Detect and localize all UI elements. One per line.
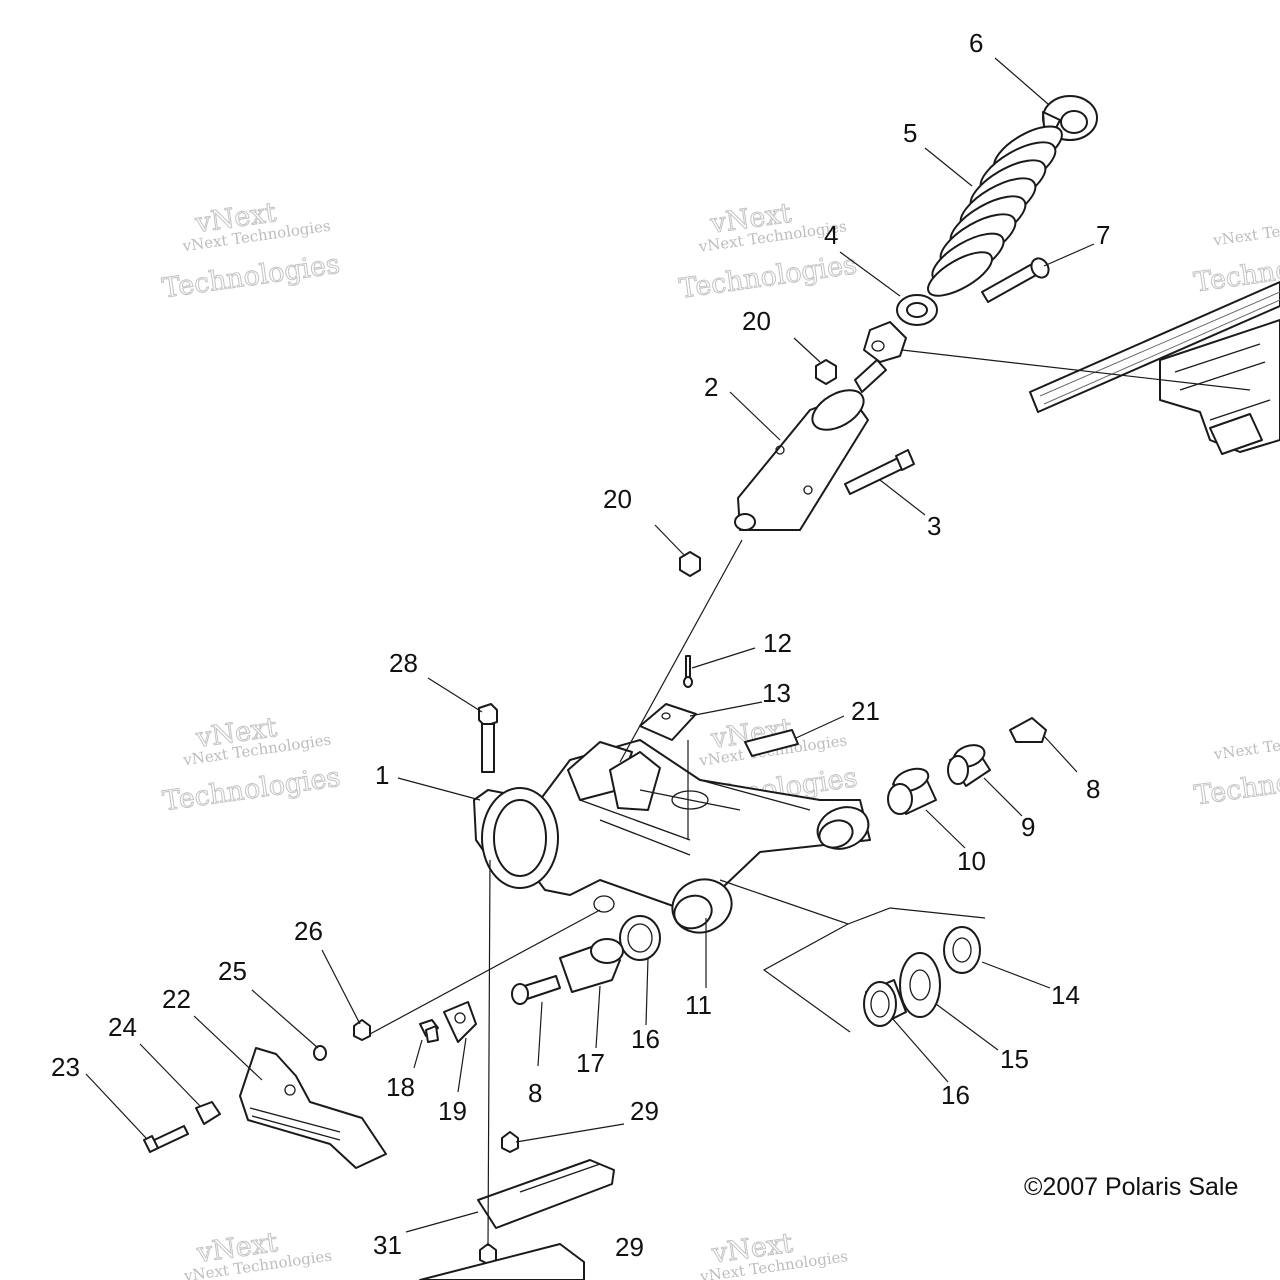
callout-7: 7	[1096, 220, 1110, 250]
watermark-5: vNext Technologies Technologies	[1192, 211, 1280, 299]
leader-lines	[85, 57, 1251, 1247]
fitting-9	[947, 744, 991, 787]
watermark-8: vNext vNext Technologies	[698, 1227, 849, 1280]
copyright-notice: ©2007 Polaris Sale	[1024, 1173, 1238, 1201]
callout-28: 28	[389, 648, 418, 678]
callout-21: 21	[851, 696, 880, 726]
bracket-19	[443, 1001, 477, 1043]
callout-labels: 6 5 7 4 20 2 3 20 12 13 21 28 1 8 9 10 1…	[51, 28, 1110, 1262]
rail-bracket-31	[419, 1159, 615, 1280]
nut-29-upper	[501, 1131, 519, 1153]
bushing-10	[887, 767, 937, 815]
callout-20-lower: 20	[603, 484, 632, 514]
svg-text:Technologies: Technologies	[161, 762, 342, 818]
callout-11: 11	[685, 990, 712, 1020]
decal-21	[744, 729, 799, 757]
bolt-28	[478, 703, 498, 773]
plate-13	[639, 703, 697, 741]
callout-16-left: 16	[631, 1024, 660, 1054]
watermark-3: vNext vNext Technologies Technologies	[160, 712, 342, 818]
nut-14	[943, 926, 981, 974]
callout-31: 31	[373, 1230, 402, 1260]
bolt-3	[844, 449, 915, 495]
callout-15: 15	[1000, 1044, 1029, 1074]
callout-5: 5	[903, 118, 917, 148]
callout-20-upper: 20	[742, 306, 771, 336]
svg-text:Technologies: Technologies	[677, 249, 858, 305]
callout-13: 13	[762, 678, 791, 708]
nut-26	[353, 1019, 371, 1041]
callout-19: 19	[438, 1096, 467, 1126]
pin-12	[683, 655, 693, 688]
watermark-1: vNext vNext Technologies Technologies	[160, 197, 342, 305]
callout-4: 4	[824, 220, 838, 250]
callout-10: 10	[957, 846, 986, 876]
callout-26: 26	[294, 916, 323, 946]
shaft-17	[559, 938, 624, 993]
frame-rail	[1029, 281, 1280, 455]
spacer-24	[195, 1101, 221, 1125]
bolt-8-lower	[511, 975, 561, 1005]
callout-29-upper: 29	[630, 1096, 659, 1126]
callout-6: 6	[969, 28, 983, 58]
callout-12: 12	[763, 628, 792, 658]
callout-8-upper: 8	[1086, 774, 1100, 804]
shock-absorber-2	[734, 321, 907, 531]
callout-17: 17	[576, 1048, 605, 1078]
svg-text:Technologies: Technologies	[1192, 756, 1280, 812]
callout-18: 18	[386, 1072, 415, 1102]
callout-22: 22	[162, 984, 191, 1014]
washer-15	[899, 952, 941, 1018]
svg-text:vNext Technologies: vNext Technologies	[1212, 725, 1280, 764]
callout-14: 14	[1051, 980, 1080, 1010]
nut-20-lower	[679, 551, 701, 577]
bolt-23	[143, 1125, 189, 1153]
callout-24: 24	[108, 1012, 137, 1042]
washer-4	[896, 294, 938, 326]
nut-25	[313, 1045, 327, 1061]
callout-3: 3	[927, 511, 941, 541]
callout-2: 2	[704, 372, 718, 402]
bolt-18	[419, 1019, 439, 1043]
callout-16-right: 16	[941, 1080, 970, 1110]
callout-1: 1	[375, 760, 389, 790]
nut-20-upper	[815, 359, 837, 385]
callout-29-lower: 29	[615, 1232, 644, 1262]
coil-spring-5	[927, 125, 1063, 297]
guard-22	[239, 1047, 387, 1169]
swing-arm-1	[473, 739, 871, 934]
callout-23: 23	[51, 1052, 80, 1082]
svg-text:Technologies: Technologies	[160, 249, 341, 305]
pin-7	[981, 257, 1050, 303]
callout-9: 9	[1021, 812, 1035, 842]
svg-text:vNext Technologies: vNext Technologies	[1211, 211, 1280, 250]
watermark-7: vNext vNext Technologies	[182, 1227, 333, 1280]
grease-fitting-8-upper	[1009, 717, 1047, 743]
callout-8-lower: 8	[528, 1078, 542, 1108]
watermark-6: vNext Technologies Technologies	[1192, 725, 1280, 812]
callout-25: 25	[218, 956, 247, 986]
bearing-16-left	[619, 915, 661, 961]
bushing-16-right	[863, 979, 907, 1027]
